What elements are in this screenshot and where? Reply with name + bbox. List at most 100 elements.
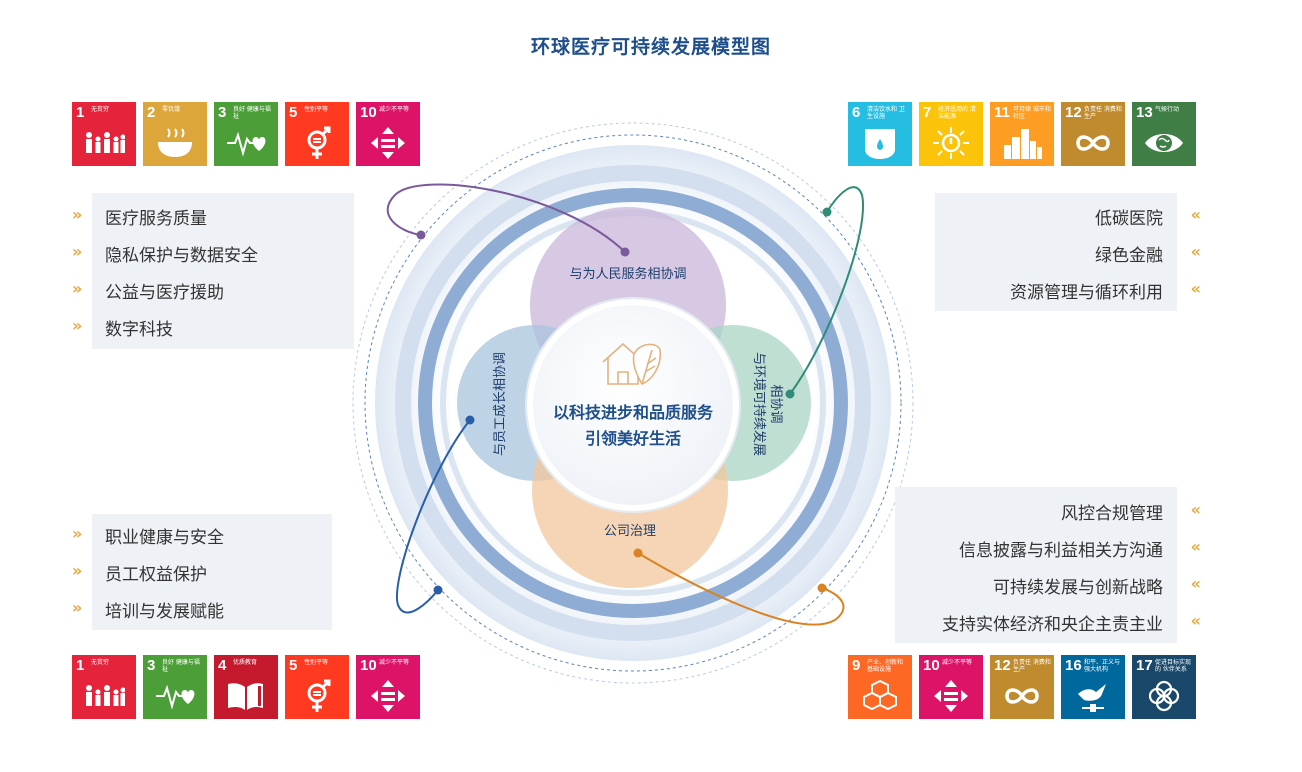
sdg-number: 1 xyxy=(76,657,85,674)
panel-top-left: » 医疗服务质量 » 隐私保护与数据安全 » 公益与医疗援助 » 数字科技 xyxy=(72,193,354,349)
connector-blue-dot-end xyxy=(433,585,443,595)
house-leaf-icon xyxy=(602,342,662,385)
outer-dashed-ring-2 xyxy=(364,134,902,672)
connector-orange-dot-start xyxy=(633,548,643,558)
sdg-label: 气候行动 xyxy=(1155,106,1180,113)
bullet-icon: » xyxy=(72,279,83,298)
sdg-label: 负责任 消费和生产 xyxy=(1013,659,1051,673)
topic-item: 隐私保护与数据安全 xyxy=(105,246,258,266)
sdg-number: 12 xyxy=(1065,104,1082,121)
gender-icon xyxy=(307,126,331,159)
sdg-number: 6 xyxy=(852,104,861,121)
outer-light-ring xyxy=(395,165,871,641)
topic-item: 公益与医疗援助 xyxy=(105,283,224,303)
sdg-tile-3: 3 良好 健康与福祉 xyxy=(143,655,207,719)
sdg-label: 良好 健康与福祉 xyxy=(233,106,271,120)
petal-right-label-1: 与环境可持续发展 xyxy=(751,352,767,456)
sdg-tile-9: 9 产业、创新和 基础设施 xyxy=(848,655,912,719)
petal-top-label: 与为人民服务相协调 xyxy=(569,266,686,282)
bullet-icon: » xyxy=(72,561,83,580)
sdg-label: 经济适用的 清洁能源 xyxy=(938,106,976,120)
water-drop-icon xyxy=(865,129,895,159)
sdg-number: 10 xyxy=(360,657,377,674)
sdg-tile-1: 1 无贫穷 xyxy=(72,102,136,166)
topic-item: 医疗服务质量 xyxy=(105,209,207,229)
sdg-number: 4 xyxy=(218,657,227,674)
panel-bottom-left: » 医疗服务质量 职业健康与安全 » 员工权益保护 » 培训与发展赋能 xyxy=(72,514,332,630)
heartbeat-icon xyxy=(227,131,266,157)
bullet-icon: « xyxy=(1190,205,1201,224)
topic-item: 低碳医院 xyxy=(1095,209,1163,229)
sdg-number: 10 xyxy=(923,657,940,674)
topic-item: 支持实体经济和央企主责主业 xyxy=(942,615,1163,635)
sdg-label: 无贫穷 xyxy=(91,106,110,113)
equality-icon xyxy=(371,680,405,712)
infinity-icon xyxy=(1005,688,1039,704)
sdg-label: 减少不平等 xyxy=(942,659,973,666)
topic-item: 数字科技 xyxy=(105,320,173,340)
topic-item: 培训与发展赋能 xyxy=(105,602,224,622)
sdg-number: 12 xyxy=(994,657,1011,674)
sdg-number: 2 xyxy=(147,104,156,121)
connector-blue xyxy=(396,419,471,614)
petal-right-label-2: 相协调 xyxy=(768,384,783,423)
bullet-icon: » xyxy=(72,524,83,543)
sdg-number: 3 xyxy=(147,657,156,674)
sdg-number: 9 xyxy=(852,657,861,674)
topic-item: 资源管理与循环利用 xyxy=(1010,283,1163,303)
sdg-label: 减少不平等 xyxy=(379,106,410,113)
outer-dashed-ring xyxy=(352,122,914,684)
bullet-icon: « xyxy=(1190,574,1201,593)
sdg-label: 性别平等 xyxy=(304,106,329,113)
heartbeat-icon xyxy=(156,684,195,710)
bullet-icon: » xyxy=(72,205,83,224)
eye-globe-icon xyxy=(1145,134,1183,152)
bullet-icon: » xyxy=(72,242,83,261)
sdg-number: 10 xyxy=(360,104,377,121)
city-icon xyxy=(1004,129,1042,159)
sdg-number: 16 xyxy=(1065,657,1082,674)
petal-bottom-label: 公司治理 xyxy=(604,524,656,539)
sdg-number: 13 xyxy=(1136,104,1153,121)
sdg-label: 可持续 城市和社区 xyxy=(1013,106,1051,120)
main-ring xyxy=(418,188,848,618)
sdg-label: 产业、创新和 基础设施 xyxy=(867,659,904,673)
topic-item: 职业健康与安全 xyxy=(105,528,224,548)
sdg-label: 良好 健康与福祉 xyxy=(162,659,200,673)
dove-icon xyxy=(1078,684,1106,712)
infinity-icon xyxy=(1076,135,1110,151)
sdg-label: 和平、正义与 强大机构 xyxy=(1084,659,1121,673)
sdg-number: 1 xyxy=(76,104,85,121)
center-circle xyxy=(527,299,739,511)
equality-icon xyxy=(371,127,405,159)
family-icon xyxy=(86,685,125,706)
topic-item: 风控合规管理 xyxy=(1061,504,1163,524)
sdg-label: 负责任 消费和生产 xyxy=(1084,106,1122,120)
diagram-title: 环球医疗可持续发展模型图 xyxy=(530,36,771,58)
bullet-icon: « xyxy=(1190,279,1201,298)
connector-green-dot-start xyxy=(785,389,795,399)
bullet-icon: « xyxy=(1190,500,1201,519)
book-icon xyxy=(228,683,263,710)
gender-icon xyxy=(307,679,331,712)
connector-purple xyxy=(386,183,626,253)
sun-power-icon xyxy=(933,127,969,159)
center-line-1: 以科技进步和品质服务 xyxy=(553,403,714,422)
rings-icon xyxy=(1148,680,1180,712)
connector-green xyxy=(789,186,864,395)
sdg-number: 3 xyxy=(218,104,227,121)
connector-orange xyxy=(637,552,845,626)
